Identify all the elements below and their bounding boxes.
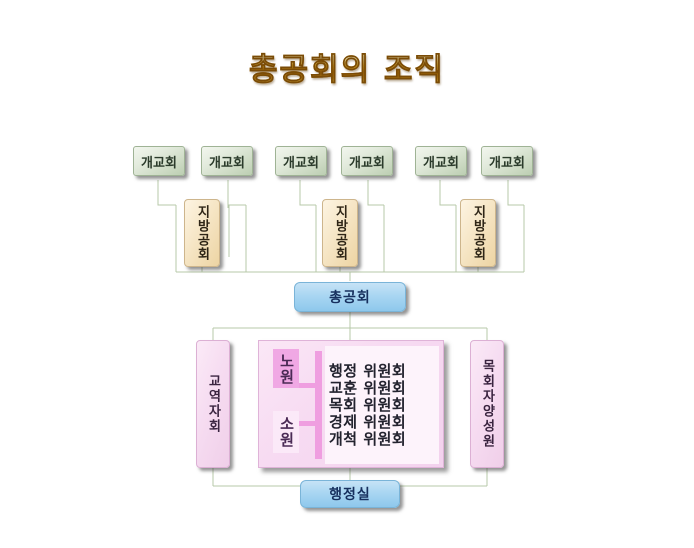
church-box-4: 개교회 (341, 146, 393, 176)
regional-council-label: 지방공회 (194, 205, 210, 261)
committee-panel: 노원 소원 행정 위원회 교훈 위원회 목회 위원회 경제 위원회 개척 위원회 (258, 340, 444, 468)
committee-item: 목회 위원회 (329, 395, 407, 414)
regional-council-box-3: 지방공회 (460, 199, 496, 267)
committee-spine-arm-so (299, 421, 317, 426)
church-box-2: 개교회 (201, 146, 253, 176)
ministers-association-box: 교역자회 (196, 340, 230, 468)
committee-group-tag-nowon: 노원 (273, 349, 299, 388)
regional-council-label: 지방공회 (470, 205, 486, 261)
committee-group-label: 노원 (277, 352, 296, 385)
committee-list: 행정 위원회 교훈 위원회 목회 위원회 경제 위원회 개척 위원회 (325, 346, 439, 464)
committee-item: 개척 위원회 (329, 429, 407, 448)
pastor-training-box: 목회자양성원 (470, 340, 504, 468)
church-box-3: 개교회 (275, 146, 327, 176)
committee-item: 행정 위원회 (329, 361, 407, 380)
ministers-association-label: 교역자회 (205, 374, 221, 434)
committee-spine-arm-no (299, 383, 317, 388)
church-label: 개교회 (349, 155, 385, 171)
committee-spine (315, 351, 322, 459)
committee-group-label: 소원 (277, 416, 296, 448)
church-label: 개교회 (283, 155, 319, 171)
committee-item: 교훈 위원회 (329, 378, 407, 397)
church-label: 개교회 (209, 155, 245, 171)
admin-office-label: 행정실 (329, 487, 371, 503)
regional-council-box-2: 지방공회 (322, 199, 358, 267)
church-box-6: 개교회 (481, 146, 533, 176)
regional-council-box-1: 지방공회 (184, 199, 220, 267)
committee-item: 경제 위원회 (329, 412, 407, 431)
regional-council-label: 지방공회 (332, 205, 348, 261)
page-title: 총공회의 조직 (0, 44, 694, 89)
church-label: 개교회 (489, 155, 525, 171)
pastor-training-label: 목회자양성원 (479, 359, 495, 449)
admin-office-box: 행정실 (300, 480, 400, 508)
general-council-box: 총공회 (294, 282, 406, 312)
committee-group-tag-sowon: 소원 (273, 411, 299, 453)
church-box-1: 개교회 (133, 146, 185, 176)
church-label: 개교회 (423, 155, 459, 171)
church-label: 개교회 (141, 155, 177, 171)
general-council-label: 총공회 (329, 290, 371, 306)
church-box-5: 개교회 (415, 146, 467, 176)
